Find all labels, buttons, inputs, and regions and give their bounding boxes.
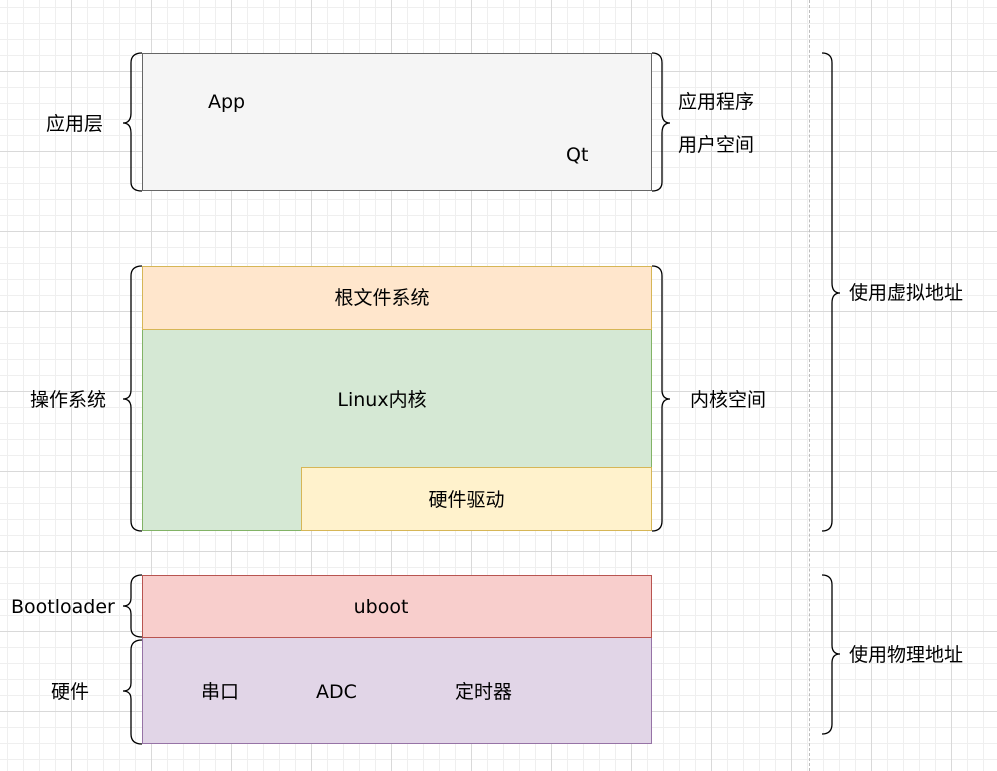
bootloader-label: Bootloader xyxy=(11,596,115,618)
serial-label: 串口 xyxy=(201,681,240,703)
app-label: App xyxy=(208,91,246,113)
kernel-space-label: 内核空间 xyxy=(690,389,767,411)
uboot-label: uboot xyxy=(353,596,409,618)
driver-block xyxy=(301,467,652,531)
app-layer-label: 应用层 xyxy=(46,113,104,135)
brace-os-right xyxy=(651,265,671,532)
hardware-label: 硬件 xyxy=(51,681,90,703)
divider-line xyxy=(809,0,810,771)
brace-app-layer-left xyxy=(122,52,143,192)
timer-label: 定时器 xyxy=(455,681,513,703)
user-space-label: 用户空间 xyxy=(678,134,755,156)
virtual-address-label: 使用虚拟地址 xyxy=(849,282,964,304)
rootfs-block xyxy=(142,266,652,330)
kernel-label: Linux内核 xyxy=(337,389,427,411)
brace-bootloader-left xyxy=(122,574,143,638)
rootfs-label: 根文件系统 xyxy=(334,287,430,309)
physical-address-label: 使用物理地址 xyxy=(849,644,964,666)
adc-label: ADC xyxy=(316,681,357,703)
uboot-block xyxy=(142,575,652,638)
brace-hardware-left xyxy=(122,639,143,745)
app-layer-block xyxy=(142,53,652,191)
driver-label: 硬件驱动 xyxy=(428,489,505,511)
qt-label: Qt xyxy=(566,144,589,166)
brace-virtual-address xyxy=(821,52,841,532)
os-label: 操作系统 xyxy=(30,389,107,411)
app-program-label: 应用程序 xyxy=(678,91,755,113)
brace-app-layer-right xyxy=(651,52,671,192)
hardware-block xyxy=(142,638,652,744)
brace-physical-address xyxy=(821,574,841,735)
brace-os-left xyxy=(122,265,143,532)
